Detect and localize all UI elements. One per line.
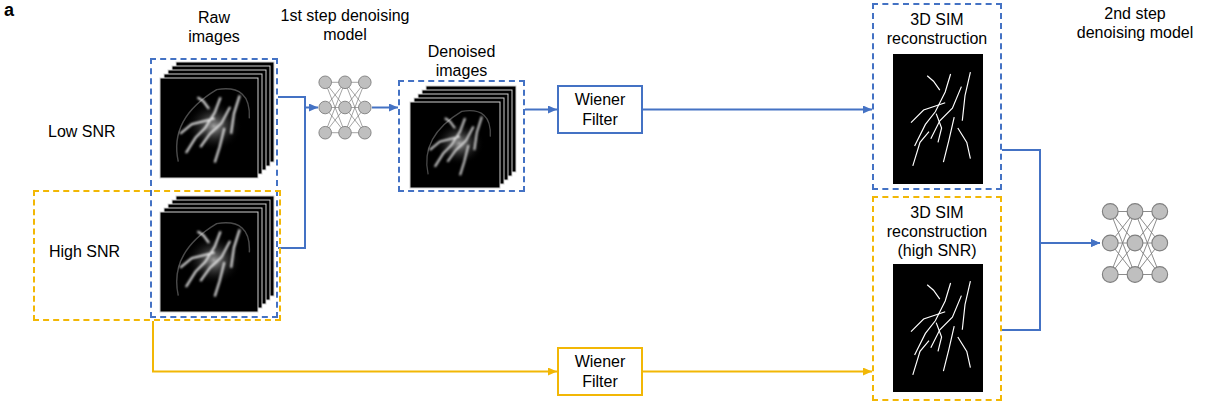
result-group: 3D SIM reconstruction	[872, 3, 1002, 190]
flow-arrow	[1002, 243, 1100, 330]
box-label: 3D SIM reconstruction	[874, 5, 1000, 48]
flow-arrow	[1002, 150, 1100, 243]
result-group: 3D SIM reconstruction (high SNR)	[872, 196, 1002, 401]
flow-arrow	[643, 371, 872, 373]
neural-network: 1st step denoising model	[318, 70, 372, 145]
flow-arrow	[372, 107, 398, 109]
process-box: Wiener Filter	[557, 347, 643, 396]
image-stack-group: Raw images	[150, 58, 278, 318]
image-stack-group: Denoised images	[398, 80, 525, 192]
process-box: Wiener Filter	[557, 85, 643, 134]
column-heading: Denoised images	[421, 42, 503, 80]
flow-arrow	[153, 321, 557, 372]
high-snr-group: High SNR	[33, 190, 281, 321]
column-heading: Raw images	[179, 8, 249, 46]
flow-arrow	[278, 108, 318, 249]
network-icon	[1100, 198, 1170, 288]
box-label: Wiener Filter	[559, 352, 641, 390]
panel-letter: a	[4, 0, 14, 22]
box-label: High SNR	[49, 242, 120, 261]
row-label: Low SNR	[48, 122, 116, 141]
neural-network: 2nd step denoising model	[1100, 198, 1170, 288]
flow-arrow	[525, 109, 557, 111]
flow-arrow	[643, 109, 872, 111]
box-label: 3D SIM reconstruction (high SNR)	[874, 198, 1000, 261]
column-heading: 1st step denoising model	[275, 6, 415, 44]
network-icon	[318, 70, 372, 145]
column-heading: 2nd step denoising model	[1073, 4, 1197, 42]
box-label: Wiener Filter	[559, 90, 641, 128]
